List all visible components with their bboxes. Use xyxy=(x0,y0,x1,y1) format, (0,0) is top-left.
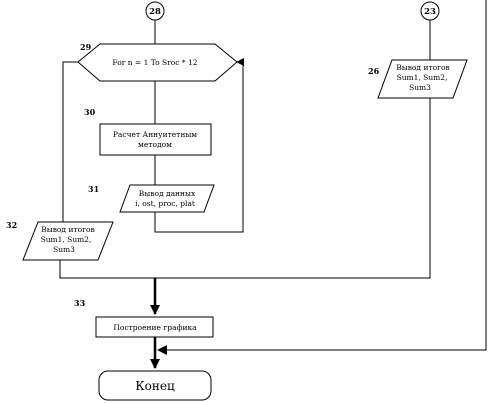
end-text: Конец xyxy=(135,379,175,393)
loop-back-line xyxy=(154,58,244,233)
calc-text-line2: методом xyxy=(138,140,172,149)
output-right-text-line3: Sum3 xyxy=(409,83,431,92)
output-left-text-line2: Sum1, Sum2, xyxy=(41,235,92,244)
output-data-text-line1: Вывод данных xyxy=(139,189,196,198)
output-left-number: 32 xyxy=(6,220,17,230)
calc-block: 30 Расчет Аннуитетным методом xyxy=(84,107,212,156)
loop-block-number: 29 xyxy=(80,42,92,52)
output-right-text-line1: Вывод итогов xyxy=(396,63,450,72)
chart-block-number: 33 xyxy=(74,298,86,308)
calc-rect xyxy=(99,123,212,156)
loop-text: For n = 1 To Sroc * 12 xyxy=(112,58,197,67)
output-left-block: 32 Вывод итогов Sum1, Sum2, Sum3 xyxy=(6,220,114,261)
output-data-block: 31 Вывод данных i, ost, proc, plat xyxy=(88,184,215,213)
output-right-block: 26 Вывод итогов Sum1, Sum2, Sum3 xyxy=(368,59,468,99)
chart-block: 33 Построение графика xyxy=(74,298,214,338)
output-left-text-line1: Вывод итогов xyxy=(41,225,95,234)
loop-block: 29 For n = 1 To Sroc * 12 xyxy=(77,42,238,82)
output-left-text-line3: Sum3 xyxy=(53,245,75,254)
connector-23: 23 xyxy=(420,1,440,21)
output-right-parallelogram xyxy=(377,59,468,99)
calc-text-line1: Расчет Аннуитетным xyxy=(113,130,197,139)
output-left-merge-line xyxy=(59,260,155,279)
calc-block-number: 30 xyxy=(84,107,96,117)
connector-23-label: 23 xyxy=(424,7,436,17)
end-block: Конец xyxy=(98,370,212,401)
end-terminator xyxy=(98,370,212,401)
chart-text: Построение графика xyxy=(113,323,197,332)
output-data-text-line2: i, ost, proc, plat xyxy=(135,199,195,208)
loop-exit-line xyxy=(62,61,78,222)
output-right-text-line2: Sum1, Sum2, xyxy=(397,73,448,82)
output-data-number: 31 xyxy=(88,184,99,194)
output-data-parallelogram xyxy=(119,184,215,213)
connector-28-label: 28 xyxy=(149,7,161,17)
output-right-merge-line xyxy=(155,98,431,279)
right-side-return-line xyxy=(157,0,487,355)
output-right-number: 26 xyxy=(368,66,380,76)
connector-28: 28 xyxy=(145,1,165,21)
output-left-parallelogram xyxy=(22,221,114,261)
